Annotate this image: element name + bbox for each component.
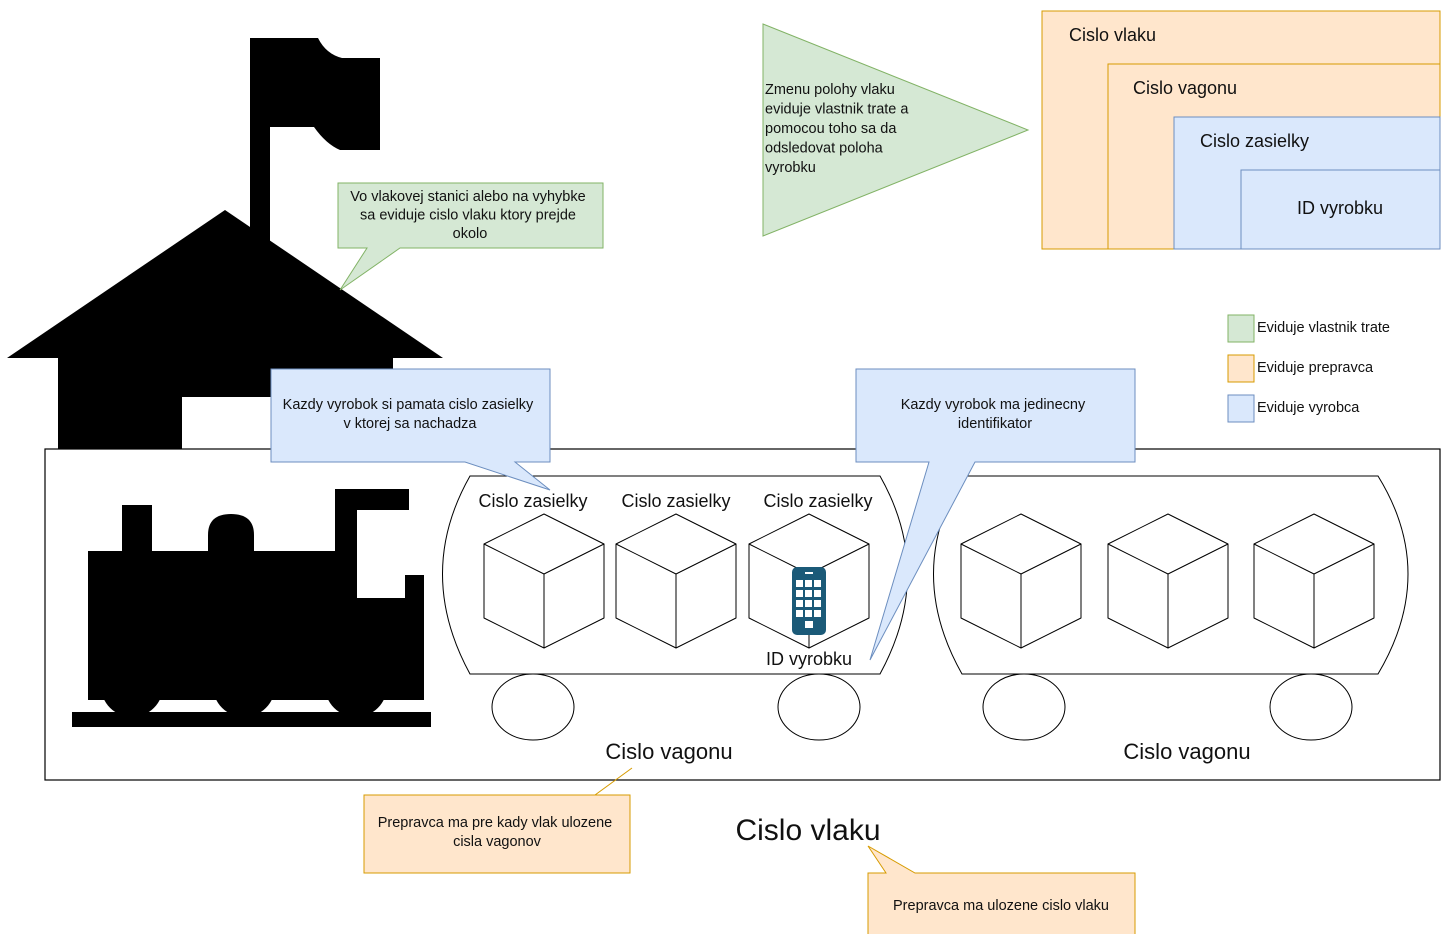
house-door: [182, 397, 272, 450]
legend-label: Eviduje vyrobca: [1257, 400, 1360, 416]
shipment-number-label: Cislo zasielky: [621, 491, 730, 511]
shipment-number-label: Cislo zasielky: [478, 491, 587, 511]
legend-swatch-green: [1227, 314, 1255, 343]
flag-icon: [250, 38, 380, 150]
legend: Eviduje vlastnik trate Eviduje prepravca…: [1227, 314, 1390, 423]
product-id-label: ID vyrobku: [766, 649, 852, 669]
house-roof: [7, 210, 443, 358]
wheel-icon: [982, 673, 1066, 741]
wheel-icon: [491, 673, 575, 741]
wagon-number-box-label: Cislo vagonu: [1133, 78, 1237, 98]
product-id-box: [1240, 169, 1441, 250]
station-callout-text: Vo vlakovej stanici alebo na vyhybke sa …: [350, 189, 589, 242]
carrier-train-callout-text: Prepravca ma ulozene cislo vlaku: [893, 898, 1109, 914]
shipment-callout: Kazdy vyrobok si pamata cislo zasielky v…: [270, 368, 551, 491]
product-callout-text: Kazdy vyrobok ma jedinecny identifikator: [901, 397, 1090, 432]
legend-label: Eviduje vlastnik trate: [1257, 320, 1390, 336]
wagon-number-label: Cislo vagonu: [605, 739, 732, 764]
shipment-number-box-label: Cislo zasielky: [1200, 131, 1309, 151]
train-number-label: Cislo vlaku: [735, 814, 880, 847]
shipment-callout-text: Kazdy vyrobok si pamata cislo zasielky v…: [283, 397, 538, 432]
triangle-note-text: Zmenu polohy vlaku eviduje vlastnik trat…: [765, 82, 913, 176]
flag-pole: [250, 38, 270, 253]
track-owner-triangle-note: Zmenu polohy vlaku eviduje vlastnik trat…: [762, 23, 1030, 237]
train-number-box-label: Cislo vlaku: [1069, 25, 1156, 45]
legend-label: Eviduje prepravca: [1257, 360, 1374, 376]
wheel-icon: [1269, 673, 1353, 741]
locomotive-icon: [72, 489, 431, 727]
package-box-icon: [1253, 513, 1375, 649]
carrier-wagon-callout-text: Prepravca ma pre kady vlak ulozene cisla…: [378, 815, 617, 850]
product-callout: Kazdy vyrobok ma jedinecny identifikator: [855, 368, 1136, 661]
package-box-icon: [1107, 513, 1229, 649]
legend-swatch-blue: [1227, 394, 1255, 423]
shipment-number-label: Cislo zasielky: [763, 491, 872, 511]
station-house-icon: [7, 38, 443, 450]
carrier-wagon-callout: Prepravca ma pre kady vlak ulozene cisla…: [363, 767, 633, 874]
nested-identifier-boxes: Cislo vlaku Cislo vagonu Cislo zasielky …: [1041, 10, 1441, 250]
package-box-icon: [615, 513, 737, 649]
wheel-icon: [777, 673, 861, 741]
wagon-number-label: Cislo vagonu: [1123, 739, 1250, 764]
package-box-icon: [483, 513, 605, 649]
station-callout: Vo vlakovej stanici alebo na vyhybke sa …: [337, 182, 604, 291]
barcode-tag-icon: [792, 567, 826, 635]
legend-swatch-orange: [1227, 354, 1255, 383]
carrier-train-callout: Prepravca ma ulozene cislo vlaku: [867, 845, 1136, 934]
product-id-box-label: ID vyrobku: [1297, 198, 1383, 218]
package-box-icon: [960, 513, 1082, 649]
